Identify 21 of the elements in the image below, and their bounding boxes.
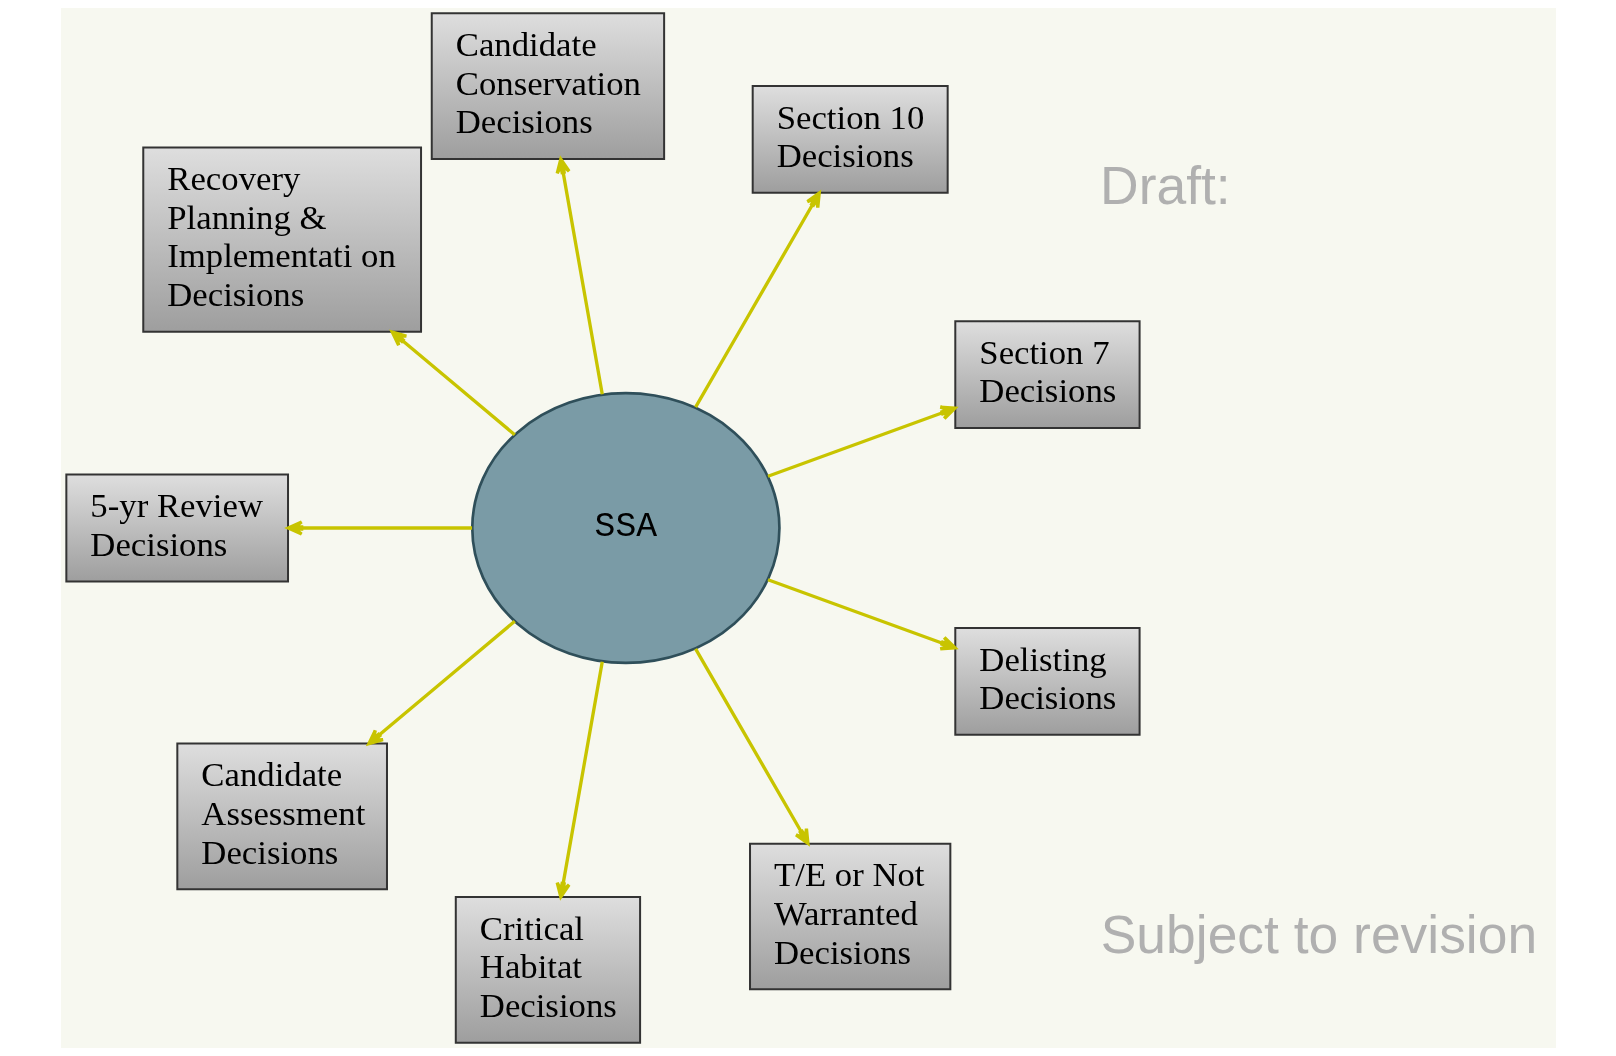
node-box: T/E or Not Warranted Decisions xyxy=(748,842,951,991)
arrow xyxy=(555,661,604,899)
node-box: Candidate Conservation Decisions xyxy=(430,12,665,160)
arrow xyxy=(286,520,472,536)
label: Subject to revision xyxy=(1100,904,1537,964)
arrow xyxy=(766,578,957,651)
node-box: Recovery Planning & Implementati on Decisions xyxy=(141,146,422,333)
arrow xyxy=(693,191,821,409)
arrow xyxy=(390,330,516,437)
arrow xyxy=(766,405,957,478)
node-box: Section 10 Decisions xyxy=(751,85,949,194)
label: Draft: xyxy=(1099,155,1231,215)
arrow xyxy=(693,647,810,845)
node-box: 5-yr Review Decisions xyxy=(64,473,289,583)
node-box: Candidate Assessment Decisions xyxy=(175,742,388,891)
node-box: Section 7 Decisions xyxy=(953,320,1141,429)
node-box: Delisting Decisions xyxy=(953,627,1141,736)
arrow xyxy=(366,619,516,746)
arrow xyxy=(555,157,604,395)
node-ellipse: SSA xyxy=(470,391,781,665)
node-box: Critical Habitat Decisions xyxy=(454,896,641,1044)
